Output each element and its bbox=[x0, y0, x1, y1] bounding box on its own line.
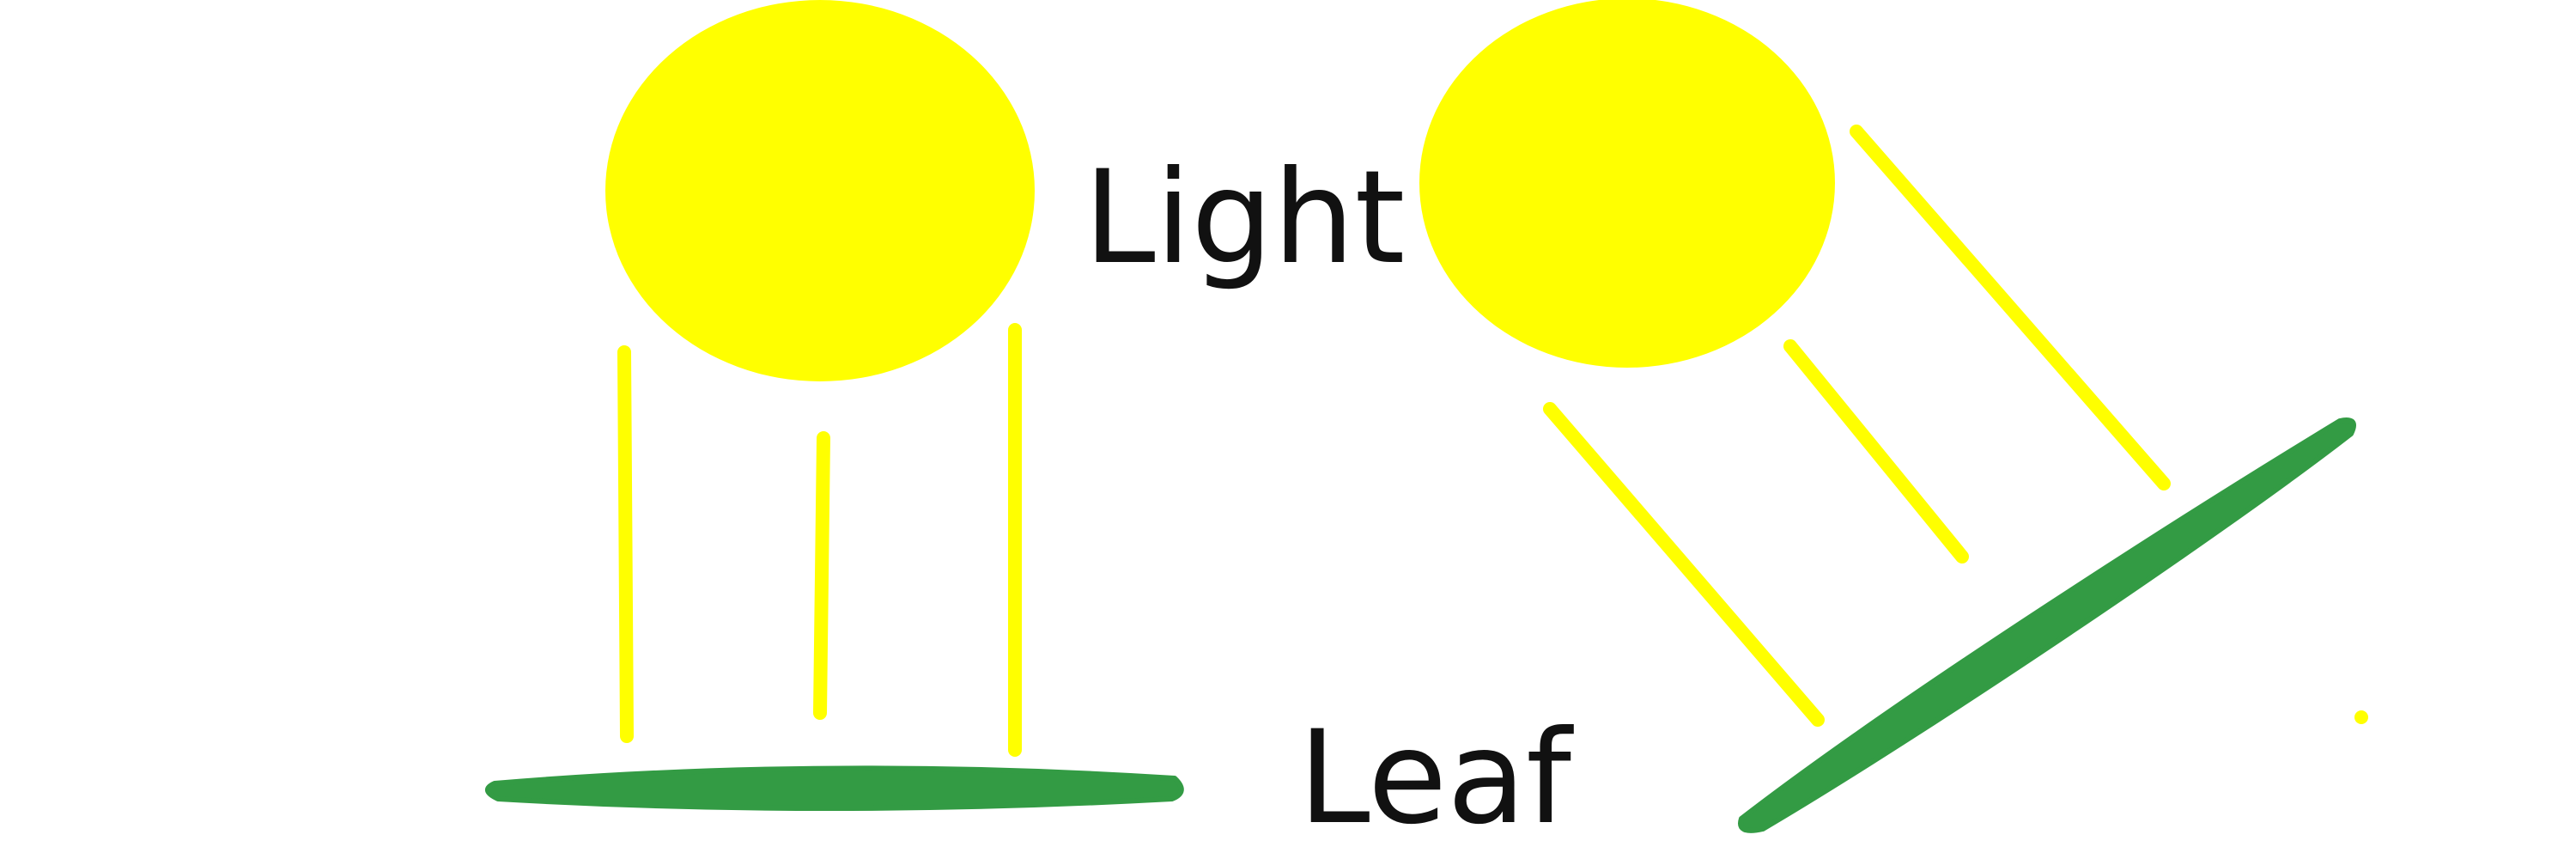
right-leaf bbox=[1738, 417, 2356, 833]
light-label: Light bbox=[1084, 143, 1405, 293]
left-light-source bbox=[605, 0, 1035, 381]
right-panel bbox=[1419, 0, 2368, 833]
left-light-ray-2 bbox=[813, 431, 830, 720]
right-light-ray-3 bbox=[1850, 125, 2171, 490]
leaf-label: Leaf bbox=[1298, 704, 1574, 853]
left-light-ray-1 bbox=[617, 345, 634, 743]
right-light-source bbox=[1419, 0, 1835, 368]
right-light-ray-1 bbox=[1543, 402, 1825, 727]
right-light-ray-2 bbox=[1783, 339, 1969, 564]
left-panel bbox=[485, 0, 1184, 811]
left-leaf bbox=[485, 765, 1184, 811]
stray-light-dot bbox=[2354, 710, 2368, 724]
